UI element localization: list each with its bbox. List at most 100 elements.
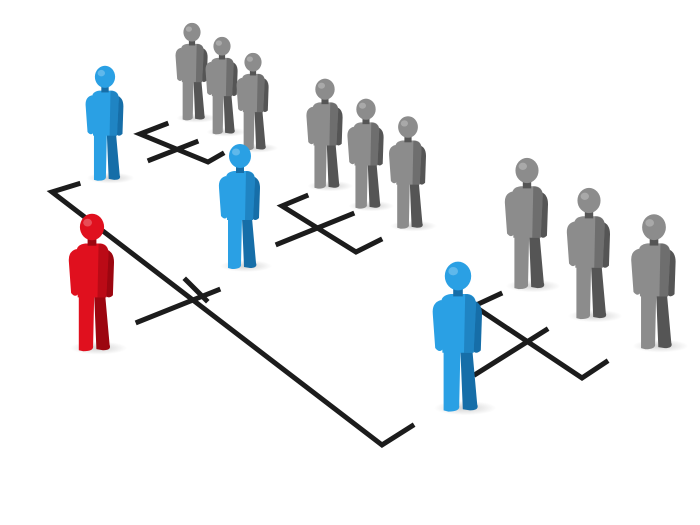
figure-arm <box>236 77 245 111</box>
figure-neck <box>236 166 244 173</box>
figure-leg <box>182 80 194 121</box>
figure-leg <box>106 133 121 180</box>
member-figure-4 <box>306 78 354 192</box>
figure-arm <box>631 248 643 295</box>
figure-leg <box>243 110 255 151</box>
leader-figure <box>68 213 128 355</box>
figure-torso-shade <box>245 171 255 220</box>
figure-torso-shade <box>225 57 234 97</box>
figure-head <box>356 98 376 120</box>
member-figure-1 <box>175 22 217 123</box>
figure-torso-shade <box>97 243 109 298</box>
figure-leg <box>514 235 530 290</box>
figure-head-highlight <box>232 148 240 156</box>
figure-torso-shade <box>464 294 476 353</box>
figure-leg <box>641 294 657 350</box>
figure-leg <box>254 110 266 150</box>
figure-head-highlight <box>448 267 458 276</box>
member-figure-2 <box>205 36 247 137</box>
figure-head <box>229 144 251 168</box>
manager-figure-1 <box>85 65 135 184</box>
figure-torso-shade <box>659 243 671 297</box>
figure-head-highlight <box>215 40 222 46</box>
figure-head <box>444 261 472 291</box>
figure-torso-shade <box>412 140 422 185</box>
figure-leg <box>94 295 111 351</box>
figure-arm <box>504 191 516 237</box>
member-figure-3 <box>236 52 278 153</box>
figure-arm <box>566 221 578 267</box>
people-figures <box>68 22 689 416</box>
figure-head <box>94 65 116 88</box>
figure-torso-shade <box>109 90 119 136</box>
figure-head <box>183 22 201 42</box>
figure-leg <box>656 294 672 349</box>
main-cross-line <box>134 286 222 326</box>
figure-leg <box>591 265 607 319</box>
figure-leg <box>314 143 327 189</box>
figure-leg <box>223 94 235 134</box>
figure-leg <box>409 182 423 228</box>
figure-head <box>244 52 262 72</box>
figure-head <box>515 157 539 184</box>
figure-leg <box>576 265 592 320</box>
figure-leg <box>355 163 368 209</box>
figure-head-highlight <box>83 218 92 227</box>
figure-leg <box>529 235 545 289</box>
figure-arm <box>205 61 214 95</box>
figure-head-highlight <box>97 69 105 77</box>
figure-arm <box>347 126 357 165</box>
figure-neck <box>321 98 329 105</box>
main-trunk-line <box>46 180 416 449</box>
figure-leg <box>460 350 478 411</box>
figure-head-highlight <box>645 219 654 227</box>
figure-arm <box>85 95 95 135</box>
figure-leg <box>93 133 107 181</box>
figure-torso-shade <box>256 73 265 113</box>
figure-head-highlight <box>246 56 253 62</box>
figure-head <box>398 116 418 138</box>
figure-leg <box>193 80 205 120</box>
figure-torso-shade <box>370 122 380 166</box>
figure-neck <box>188 40 196 46</box>
figure-neck <box>362 118 370 125</box>
figure-head-highlight <box>580 192 589 200</box>
figure-head-highlight <box>317 82 325 89</box>
figure-arm <box>389 145 399 184</box>
figure-arm <box>175 47 184 81</box>
figure-neck <box>249 70 257 76</box>
figure-neck <box>101 86 109 93</box>
figure-leg <box>367 163 381 208</box>
figure-arm <box>432 300 445 351</box>
figure-leg <box>326 143 340 188</box>
figure-neck <box>404 136 412 143</box>
figure-leg <box>78 295 95 352</box>
figure-leg <box>443 350 461 412</box>
figure-head-highlight <box>185 26 192 32</box>
figure-torso-shade <box>195 43 204 83</box>
main-cross-stub-line <box>182 276 210 304</box>
manager-figure-3 <box>432 261 497 416</box>
figure-torso-shade <box>594 216 605 268</box>
figure-torso-shade <box>532 186 543 238</box>
figure-head <box>213 36 231 56</box>
figure-arm <box>306 106 316 145</box>
figure-head <box>577 187 601 214</box>
member-figure-5 <box>347 98 395 212</box>
figure-arm <box>218 176 229 219</box>
figure-head-highlight <box>518 162 527 170</box>
team3-cross-line <box>472 326 550 378</box>
figure-neck <box>218 54 226 60</box>
member-figure-9 <box>631 214 689 353</box>
manager-figure-2 <box>218 144 272 272</box>
figure-neck <box>584 211 594 219</box>
figure-arm <box>68 249 80 296</box>
figure-head <box>315 78 335 100</box>
figure-leg <box>212 94 224 135</box>
team2-cross-line <box>274 210 356 248</box>
figure-neck <box>649 238 659 246</box>
figure-head <box>79 213 105 241</box>
figure-leg <box>228 218 242 269</box>
member-figure-6 <box>389 116 437 232</box>
